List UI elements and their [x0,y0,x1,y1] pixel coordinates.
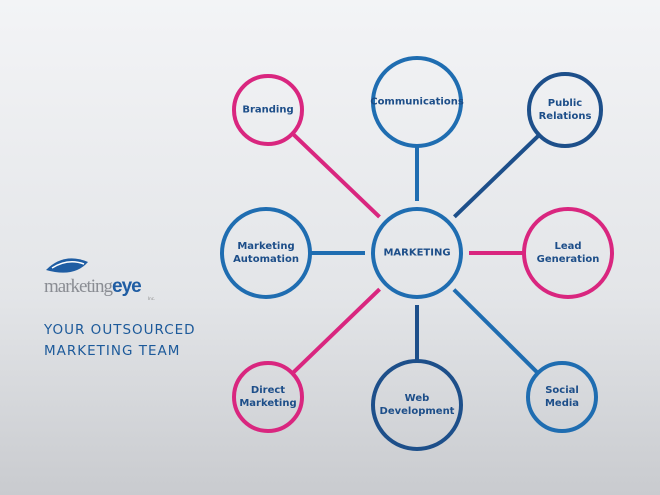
node-circle-branding [232,74,304,146]
eye-logo-icon [46,258,88,273]
node-circle-direct-marketing [232,361,304,433]
node-circle-social-media [526,361,598,433]
node-circle-marketing-automation [220,207,312,299]
node-label-communications: Communications [370,96,464,108]
center-circle [371,207,463,299]
connector-social-media [452,288,540,375]
node-circle-public-relations [527,72,603,148]
connector-branding [291,132,381,219]
node-label-marketing-automation: Marketing Automation [233,241,299,265]
node-circle-communications [371,56,463,148]
logo-text-bold: eye [112,276,142,297]
tagline-line-2: MARKETING TEAM [44,343,181,359]
node-label-direct-marketing: Direct Marketing [239,385,297,409]
connector-public-relations [453,133,541,219]
tagline-line-1: YOUR OUTSOURCED [44,322,196,338]
logo-text-light: marketing [44,276,113,297]
node-label-lead-generation: Lead Generation [536,241,600,265]
logo-tm: Inc. [148,296,156,301]
node-label-public-relations: Public Relations [538,98,592,122]
node-circle-web-development [371,359,463,451]
center-label: MARKETING [383,247,451,259]
node-label-social-media: Social Media [544,385,580,409]
node-circle-lead-generation [522,207,614,299]
connector-direct-marketing [291,287,381,375]
node-label-branding: Branding [242,104,294,116]
tagline: YOUR OUTSOURCED MARKETING TEAM [44,320,196,362]
marketingeye-logo: marketingeye Inc. [44,256,155,301]
node-label-web-development: Web Development [379,393,455,417]
